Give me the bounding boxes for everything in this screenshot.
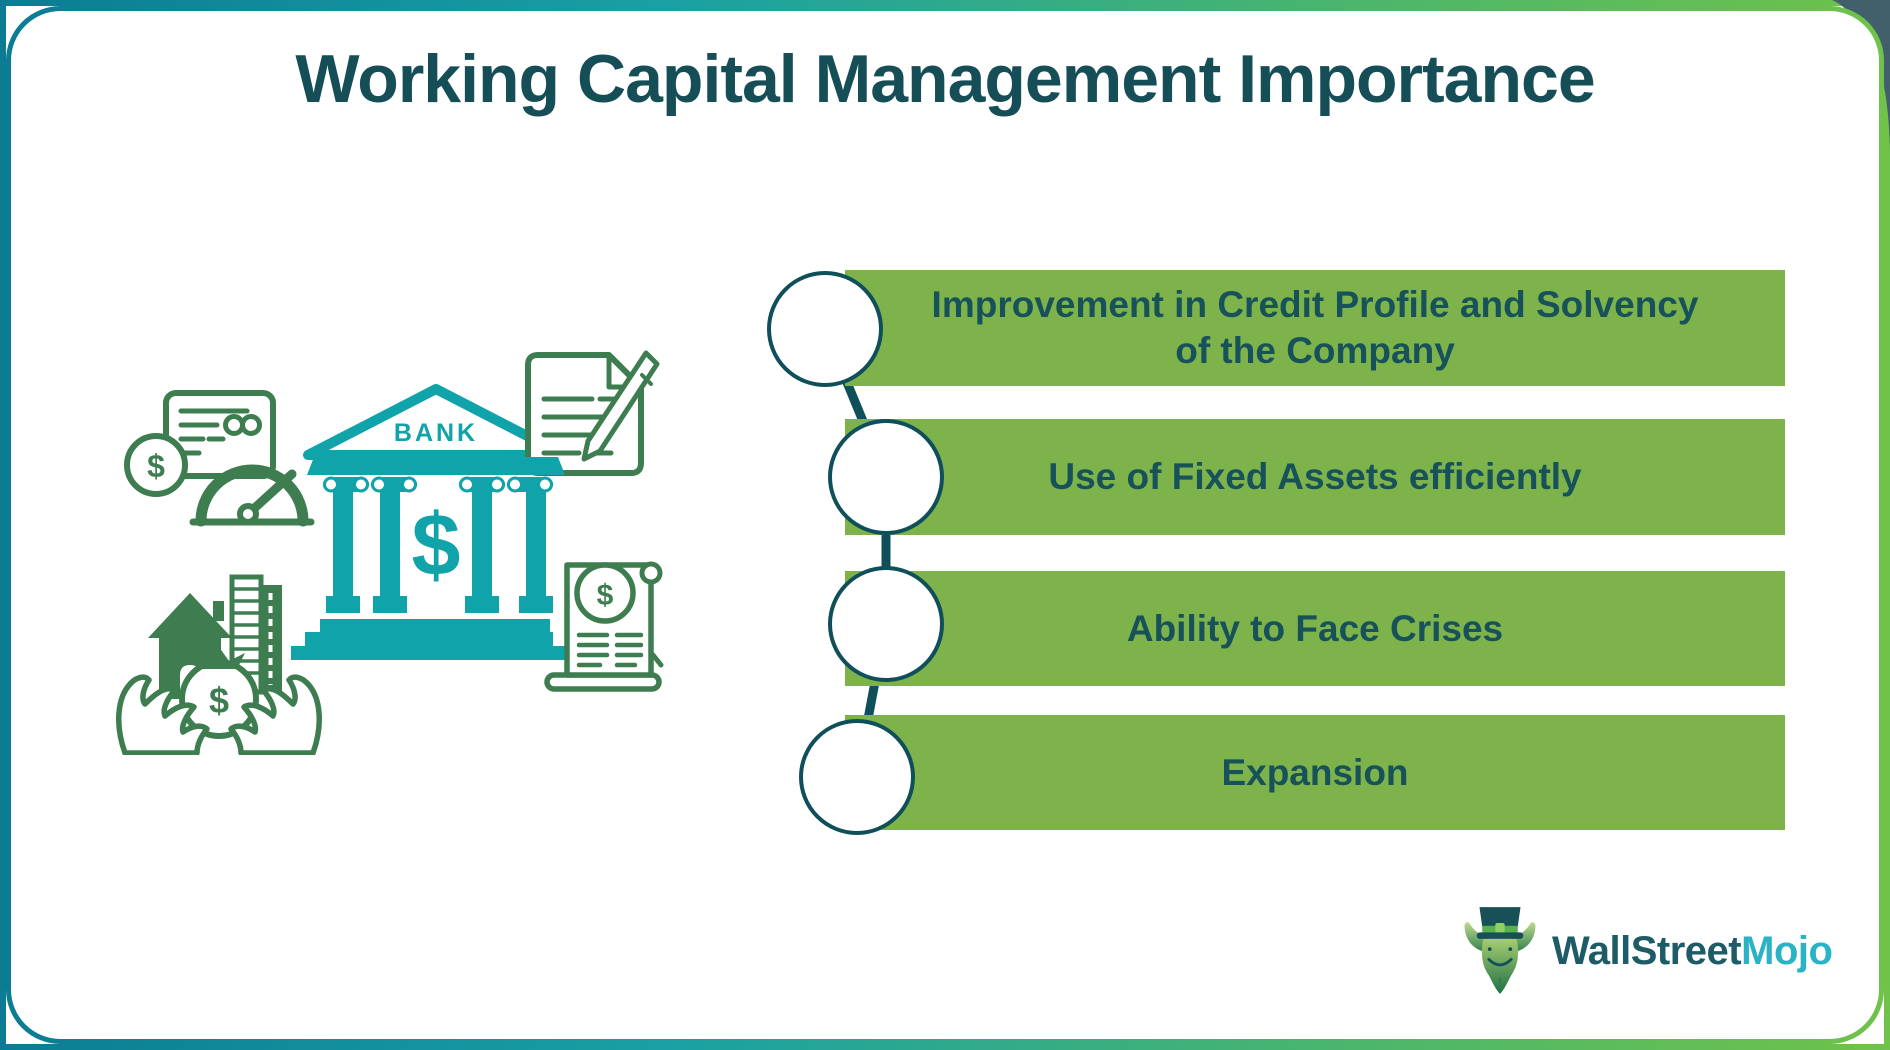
logo-wordmark: WallStreetMojo [1552, 928, 1833, 974]
gauge-icon [189, 464, 315, 527]
importance-item-fixed-assets: Use of Fixed Assets efficiently [845, 419, 1785, 535]
contract-signing-icon [525, 350, 660, 476]
hands-icon [116, 677, 320, 755]
working-capital-illustration: $ BANK [116, 350, 664, 755]
bull-head [1481, 938, 1519, 994]
buildings-icon [229, 574, 282, 695]
bank-capitals [323, 476, 553, 493]
left-edge-strip [0, 0, 6, 1050]
step-circle-3 [828, 566, 944, 682]
receipt-icon: $ [544, 561, 664, 692]
bull-logo-icon [1464, 907, 1536, 994]
step-circle-1 [767, 271, 883, 387]
receipt-dollar-coin-icon: $ [574, 562, 636, 624]
svg-text:$: $ [209, 680, 229, 721]
importance-item-face-crises: Ability to Face Crises [845, 571, 1785, 686]
step-circle-2 [828, 419, 944, 535]
bottom-edge-strip [0, 1044, 1890, 1050]
bank-steps [291, 619, 586, 660]
svg-text:$: $ [597, 579, 614, 612]
importance-item-credit-profile: Improvement in Credit Profile and Solven… [845, 270, 1785, 386]
item-text-line: Use of Fixed Assets efficiently [1048, 456, 1582, 498]
item-text-line: Expansion [1221, 751, 1409, 793]
svg-text:$: $ [147, 448, 165, 484]
importance-list: Improvement in Credit Profile and Solven… [760, 255, 1830, 855]
bank-dollar-sign: $ [412, 495, 461, 594]
money-bag-icon: $ [179, 647, 259, 739]
wallstreetmojo-logo: WallStreetMojo [1458, 903, 1833, 999]
importance-item-expansion: Expansion [845, 715, 1785, 830]
bank-icon: BANK [303, 384, 569, 460]
page-title: Working Capital Management Importance [295, 41, 1595, 117]
receipt-lines [576, 632, 644, 668]
item-text-line: of the Company [1175, 330, 1455, 371]
item-text-line: Improvement in Credit Profile and Solven… [931, 284, 1699, 326]
pen-icon [581, 350, 660, 462]
right-edge-strip [1884, 0, 1890, 1050]
connector-chain [820, 327, 891, 778]
logo-text-primary: WallStreet [1552, 928, 1742, 973]
bank-label: BANK [394, 419, 478, 447]
item-text-line: Ability to Face Crises [1126, 607, 1504, 649]
logo-text-secondary: Mojo [1741, 928, 1833, 973]
bank-building: $ [291, 457, 586, 660]
top-edge-strip [0, 0, 1890, 6]
bank-columns [326, 492, 553, 613]
dollar-coin-icon: $ [124, 433, 188, 497]
infinity-icon [223, 414, 262, 436]
step-circle-4 [799, 719, 915, 835]
check-document-icon [163, 390, 276, 479]
